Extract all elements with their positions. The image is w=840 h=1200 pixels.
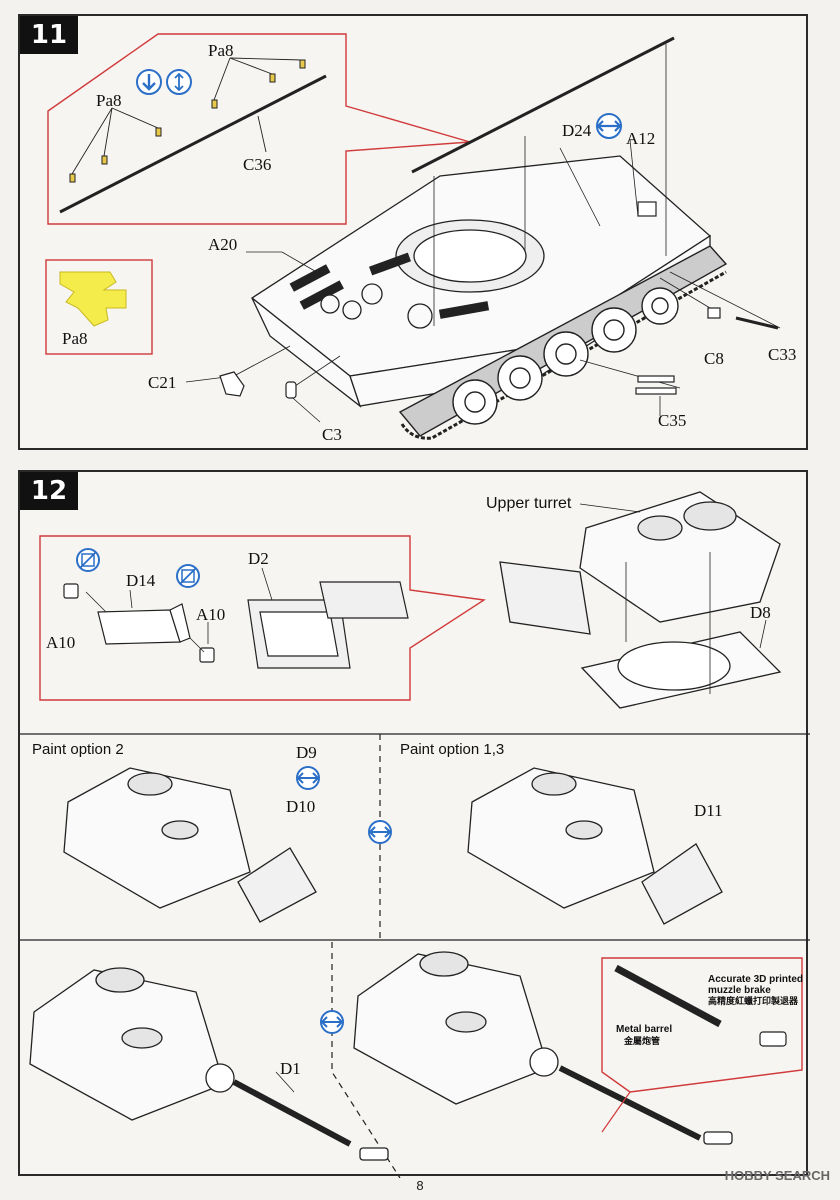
no-glue-icon xyxy=(176,564,200,588)
step-12-diagram: A10 D14 A10 D2 Upper turret D8 Paint opt… xyxy=(20,491,810,1178)
step-number: 12 xyxy=(20,472,78,510)
label-d14: D14 xyxy=(126,571,156,590)
pa8-clips xyxy=(69,59,306,183)
rail-top xyxy=(411,36,675,174)
label-d10: D10 xyxy=(286,797,315,816)
step-11-panel: 11 Pa8 Pa8 C36 xyxy=(18,14,808,450)
label-pa8-detail: Pa8 xyxy=(62,329,88,348)
both-sides-icon xyxy=(320,1010,344,1034)
turret-option-2-drawing xyxy=(63,767,317,923)
barrel-detail-drawing xyxy=(614,964,787,1047)
label-paint-option-2: Paint option 2 xyxy=(32,741,124,758)
label-a20: A20 xyxy=(208,235,237,254)
label-pa8-top: Pa8 xyxy=(208,41,234,60)
label-metal-barrel: Metal barrel xyxy=(616,1024,672,1035)
leader-line xyxy=(275,1071,295,1093)
barrel-callout-frame xyxy=(601,957,803,1093)
turret-barrel-right-drawing xyxy=(353,951,733,1145)
mantlet-parts xyxy=(63,581,409,669)
step-12-panel: 12 A10 D14 A10 xyxy=(18,470,810,1178)
label-c21: C21 xyxy=(148,373,176,392)
label-a12: A12 xyxy=(626,129,655,148)
both-sides-icon xyxy=(296,766,320,790)
label-c8: C8 xyxy=(704,349,724,368)
label-upper-turret: Upper turret xyxy=(486,495,572,512)
label-d9: D9 xyxy=(296,743,317,762)
tank-hull-drawing xyxy=(250,155,712,408)
upper-turret-drawing xyxy=(499,491,782,709)
detail-callout-frame xyxy=(47,33,471,225)
small-parts xyxy=(219,201,779,399)
label-paint-option-13: Paint option 1,3 xyxy=(400,741,504,758)
label-pa8-left: Pa8 xyxy=(96,91,122,110)
both-sides-icon xyxy=(596,113,622,139)
label-metal-barrel-cn: 金屬炮管 xyxy=(623,1035,660,1046)
label-muzzle-brake-cn: 高精度紅蠟打印製退器 xyxy=(708,995,799,1006)
step-11-diagram: Pa8 Pa8 C36 xyxy=(45,33,796,444)
label-a10-right: A10 xyxy=(196,605,225,624)
down-arrow-icon xyxy=(136,69,162,95)
c36-rail xyxy=(59,74,327,214)
label-c36: C36 xyxy=(243,155,271,174)
no-glue-icon xyxy=(76,548,100,572)
page-number: 8 xyxy=(416,1178,424,1193)
info-icon xyxy=(166,69,192,95)
watermark: HOBBY SEARCH xyxy=(724,1168,830,1183)
subassembly-callout-frame xyxy=(39,535,486,701)
pa8-detail-frame xyxy=(45,259,153,355)
label-d11: D11 xyxy=(694,801,723,820)
turret-option-13-drawing xyxy=(467,767,723,925)
step-number: 11 xyxy=(20,16,78,54)
label-muzzle-brake: muzzle brake xyxy=(708,985,771,996)
label-accurate-3d: Accurate 3D printed xyxy=(708,974,803,985)
label-d2: D2 xyxy=(248,549,269,568)
leader-lines xyxy=(185,44,781,423)
label-d24: D24 xyxy=(562,121,592,140)
track-and-wheels xyxy=(398,245,728,440)
label-a10-left: A10 xyxy=(46,633,75,652)
both-sides-icon xyxy=(368,820,392,844)
option-divider xyxy=(331,942,401,1178)
pa8-part-icon xyxy=(59,271,127,327)
label-d8: D8 xyxy=(750,603,771,622)
label-c33: C33 xyxy=(768,345,796,364)
turret-barrel-left-drawing xyxy=(29,967,389,1161)
label-c35: C35 xyxy=(658,411,686,430)
label-d1: D1 xyxy=(280,1059,301,1078)
label-c3: C3 xyxy=(322,425,342,444)
